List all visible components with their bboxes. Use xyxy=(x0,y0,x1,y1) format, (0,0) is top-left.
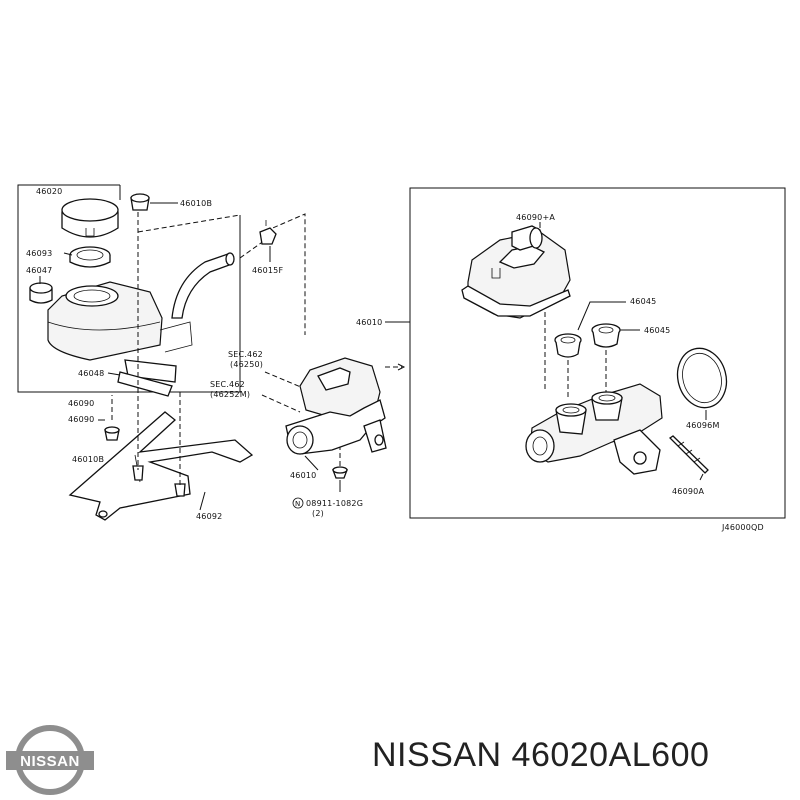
bolt-mark-letter: N xyxy=(295,500,300,508)
label-46096M: 46096M xyxy=(686,421,720,430)
stud-part xyxy=(668,435,709,474)
master-cylinder-assembly-part xyxy=(285,357,387,455)
label-46090A-top: 46090+A xyxy=(516,213,555,222)
reservoir-cap-part xyxy=(61,198,119,238)
grommet-a-part xyxy=(554,333,582,358)
label-46093: 46093 xyxy=(26,249,52,258)
leader-46093 xyxy=(63,252,73,256)
label-46015F: 46015F xyxy=(252,266,283,275)
label-bolt: 08911-1082G xyxy=(306,499,363,508)
grommet-part xyxy=(29,282,53,304)
label-46092: 46092 xyxy=(196,512,222,521)
diagram-code: J46000QD xyxy=(721,523,764,532)
master-cylinder-box-frame xyxy=(409,187,786,519)
label-46020: 46020 xyxy=(36,187,62,196)
label-46010B-top: 46010B xyxy=(180,199,212,208)
label-46010-box: 46010 xyxy=(356,318,382,327)
grommet-b-part xyxy=(591,323,621,348)
label-46045-b: 46045 xyxy=(644,326,670,335)
label-sec462-b: SEC.462 xyxy=(210,380,245,389)
label-46048: 46048 xyxy=(78,369,104,378)
bolt-small-part xyxy=(332,466,348,479)
label-46045-a: 46045 xyxy=(630,297,656,306)
label-46010-mid: 46010 xyxy=(290,471,316,480)
label-sec462-a-sub: (46250) xyxy=(230,360,263,369)
bolt-mark-circle xyxy=(292,497,304,509)
label-46010B-bottom: 46010B xyxy=(72,455,104,464)
master-cylinder-body-part xyxy=(525,383,663,475)
bracket-part xyxy=(68,411,254,521)
o-ring-part xyxy=(676,347,728,409)
leader-46048 xyxy=(107,372,121,376)
assembly-line-left-b xyxy=(137,214,241,258)
part-caption: NISSAN 46020AL600 xyxy=(372,736,710,774)
grommet-top-part xyxy=(130,193,150,211)
reservoir-tank-upper-part xyxy=(461,225,571,319)
bolt-bottom-part xyxy=(104,426,120,441)
nissan-logo-bar xyxy=(6,751,94,770)
clip-part xyxy=(259,220,277,245)
label-sec462-b-sub: (46252M) xyxy=(210,390,250,399)
nissan-logo: NISSAN xyxy=(6,725,94,795)
leader-46092 xyxy=(199,491,206,511)
reservoir-group-frame xyxy=(17,184,241,393)
arrow-head xyxy=(397,363,406,371)
label-46090A: 46090A xyxy=(672,487,704,496)
label-sec462-a: SEC.462 xyxy=(228,350,263,359)
leader-46010-mid xyxy=(304,455,319,471)
nissan-logo-text: NISSAN xyxy=(20,753,80,770)
assembly-line-mid-c xyxy=(261,394,301,413)
label-46090: 46090 xyxy=(68,399,94,408)
hose-part xyxy=(117,371,173,397)
label-46047: 46047 xyxy=(26,266,52,275)
label-46090-sub: 46090 xyxy=(68,415,94,424)
reservoir-tank-part xyxy=(47,281,193,383)
leader-46090A xyxy=(699,473,704,481)
reservoir-hose-part xyxy=(171,252,235,319)
leader-46045-a xyxy=(577,301,626,331)
label-bolt-sub: (2) xyxy=(312,509,324,518)
seal-ring-part xyxy=(69,246,111,268)
